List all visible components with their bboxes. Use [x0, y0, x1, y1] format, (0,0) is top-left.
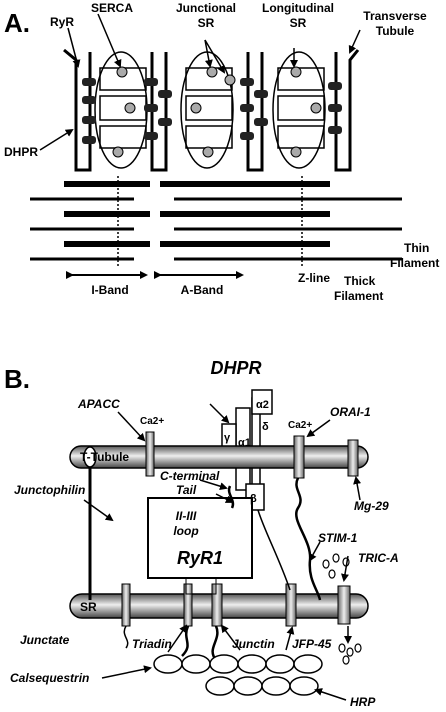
- thick-filaments: [64, 181, 330, 247]
- thin-filaments: [30, 197, 402, 261]
- orai1-label: ORAI-1: [330, 405, 371, 419]
- panel-a-pointers: [39, 13, 361, 151]
- junctate-label: Junctate: [20, 633, 70, 647]
- dhpr-link: [257, 509, 291, 591]
- junctional-sr-label-1: Junctional: [176, 1, 236, 15]
- triadin-protein: [183, 583, 193, 627]
- cluster-right: [328, 82, 342, 134]
- sr-label: SR: [80, 600, 97, 614]
- ryr-label: RyR: [50, 15, 74, 29]
- junctophilin-label: Junctophilin: [14, 483, 85, 497]
- junctin-protein: [211, 583, 223, 627]
- z-lines: [117, 176, 303, 266]
- serca-pumps: [112, 66, 322, 158]
- panel-a: A.: [4, 1, 439, 303]
- ryr1-label: RyR1: [177, 548, 223, 568]
- longitudinal-sr-label-2: SR: [290, 16, 307, 30]
- ryr1-foot: [185, 577, 217, 595]
- ii-iii-label: II-III: [176, 509, 197, 523]
- c-terminal-label: C-terminal: [160, 469, 220, 483]
- ryr1-box: [147, 497, 253, 579]
- stim1-line: [295, 477, 322, 601]
- junctate-tail: [123, 625, 129, 649]
- dhpr-label-a: DHPR: [4, 145, 38, 159]
- beta-label: β: [250, 493, 257, 505]
- membrane-proteins: [121, 431, 359, 627]
- junctin-label: Junctin: [232, 637, 275, 651]
- trica-ions: [322, 553, 362, 665]
- delta-label: δ: [262, 421, 269, 433]
- cluster-mid-1: [144, 78, 172, 140]
- panel-b: B.: [4, 358, 399, 709]
- dhpr-label-b: DHPR: [210, 358, 261, 378]
- thick-label-2: Filament: [334, 289, 383, 303]
- jfp45-protein: [285, 583, 297, 627]
- transverse-label-2: Tubule: [376, 24, 415, 38]
- z-line-label: Z-line: [298, 271, 330, 285]
- gamma-label: γ: [224, 432, 231, 444]
- i-band-label: I-Band: [91, 283, 128, 297]
- trica-protein: [337, 585, 351, 625]
- panel-a-letter: A.: [4, 8, 30, 38]
- thin-label-1: Thin: [404, 241, 429, 255]
- cluster-mid-2: [240, 78, 268, 140]
- mg29-label: Mg-29: [354, 499, 389, 513]
- ryr-dhpr-clusters: [82, 78, 342, 144]
- ca-right-label: Ca2+: [288, 420, 312, 431]
- alpha2-subunit: [251, 389, 273, 415]
- thick-label-1: Thick: [344, 274, 376, 288]
- ca-left-label: Ca2+: [140, 416, 164, 427]
- panel-b-pointers: [83, 403, 362, 701]
- panel-b-letter: B.: [4, 364, 30, 394]
- loop-label: loop: [173, 524, 198, 538]
- t-tubule-label: T-Tubule: [80, 450, 129, 464]
- serca-label: SERCA: [91, 1, 133, 15]
- alpha2-label: α2: [256, 399, 269, 411]
- jfp45-label: JFP-45: [292, 637, 332, 651]
- trica-label: TRIC-A: [358, 551, 399, 565]
- cluster-left: [82, 78, 96, 144]
- longitudinal-sr-label-1: Longitudinal: [262, 1, 334, 15]
- triadin-label: Triadin: [132, 637, 172, 651]
- calsequestrin-hrp-cluster: [153, 654, 323, 696]
- hrp-label: HRP: [350, 695, 376, 709]
- apacc-channel: [145, 431, 155, 477]
- stim1-label: STIM-1: [318, 531, 358, 545]
- transverse-label-1: Transverse: [363, 9, 427, 23]
- junctin-tail: [211, 625, 219, 661]
- orai1-channel: [293, 435, 305, 479]
- mg29-protein: [347, 439, 359, 477]
- tail-label: Tail: [176, 483, 197, 497]
- alpha1-label: α1: [238, 437, 251, 449]
- apacc-label: APACC: [77, 397, 120, 411]
- filaments: [30, 176, 402, 266]
- junctophilin: [83, 446, 97, 600]
- thin-label-2: Filament: [390, 256, 439, 270]
- calsequestrin-label: Calsequestrin: [10, 671, 89, 685]
- junctional-sr-label-2: SR: [198, 16, 215, 30]
- a-band-label: A-Band: [181, 283, 224, 297]
- junctate-protein: [121, 583, 131, 627]
